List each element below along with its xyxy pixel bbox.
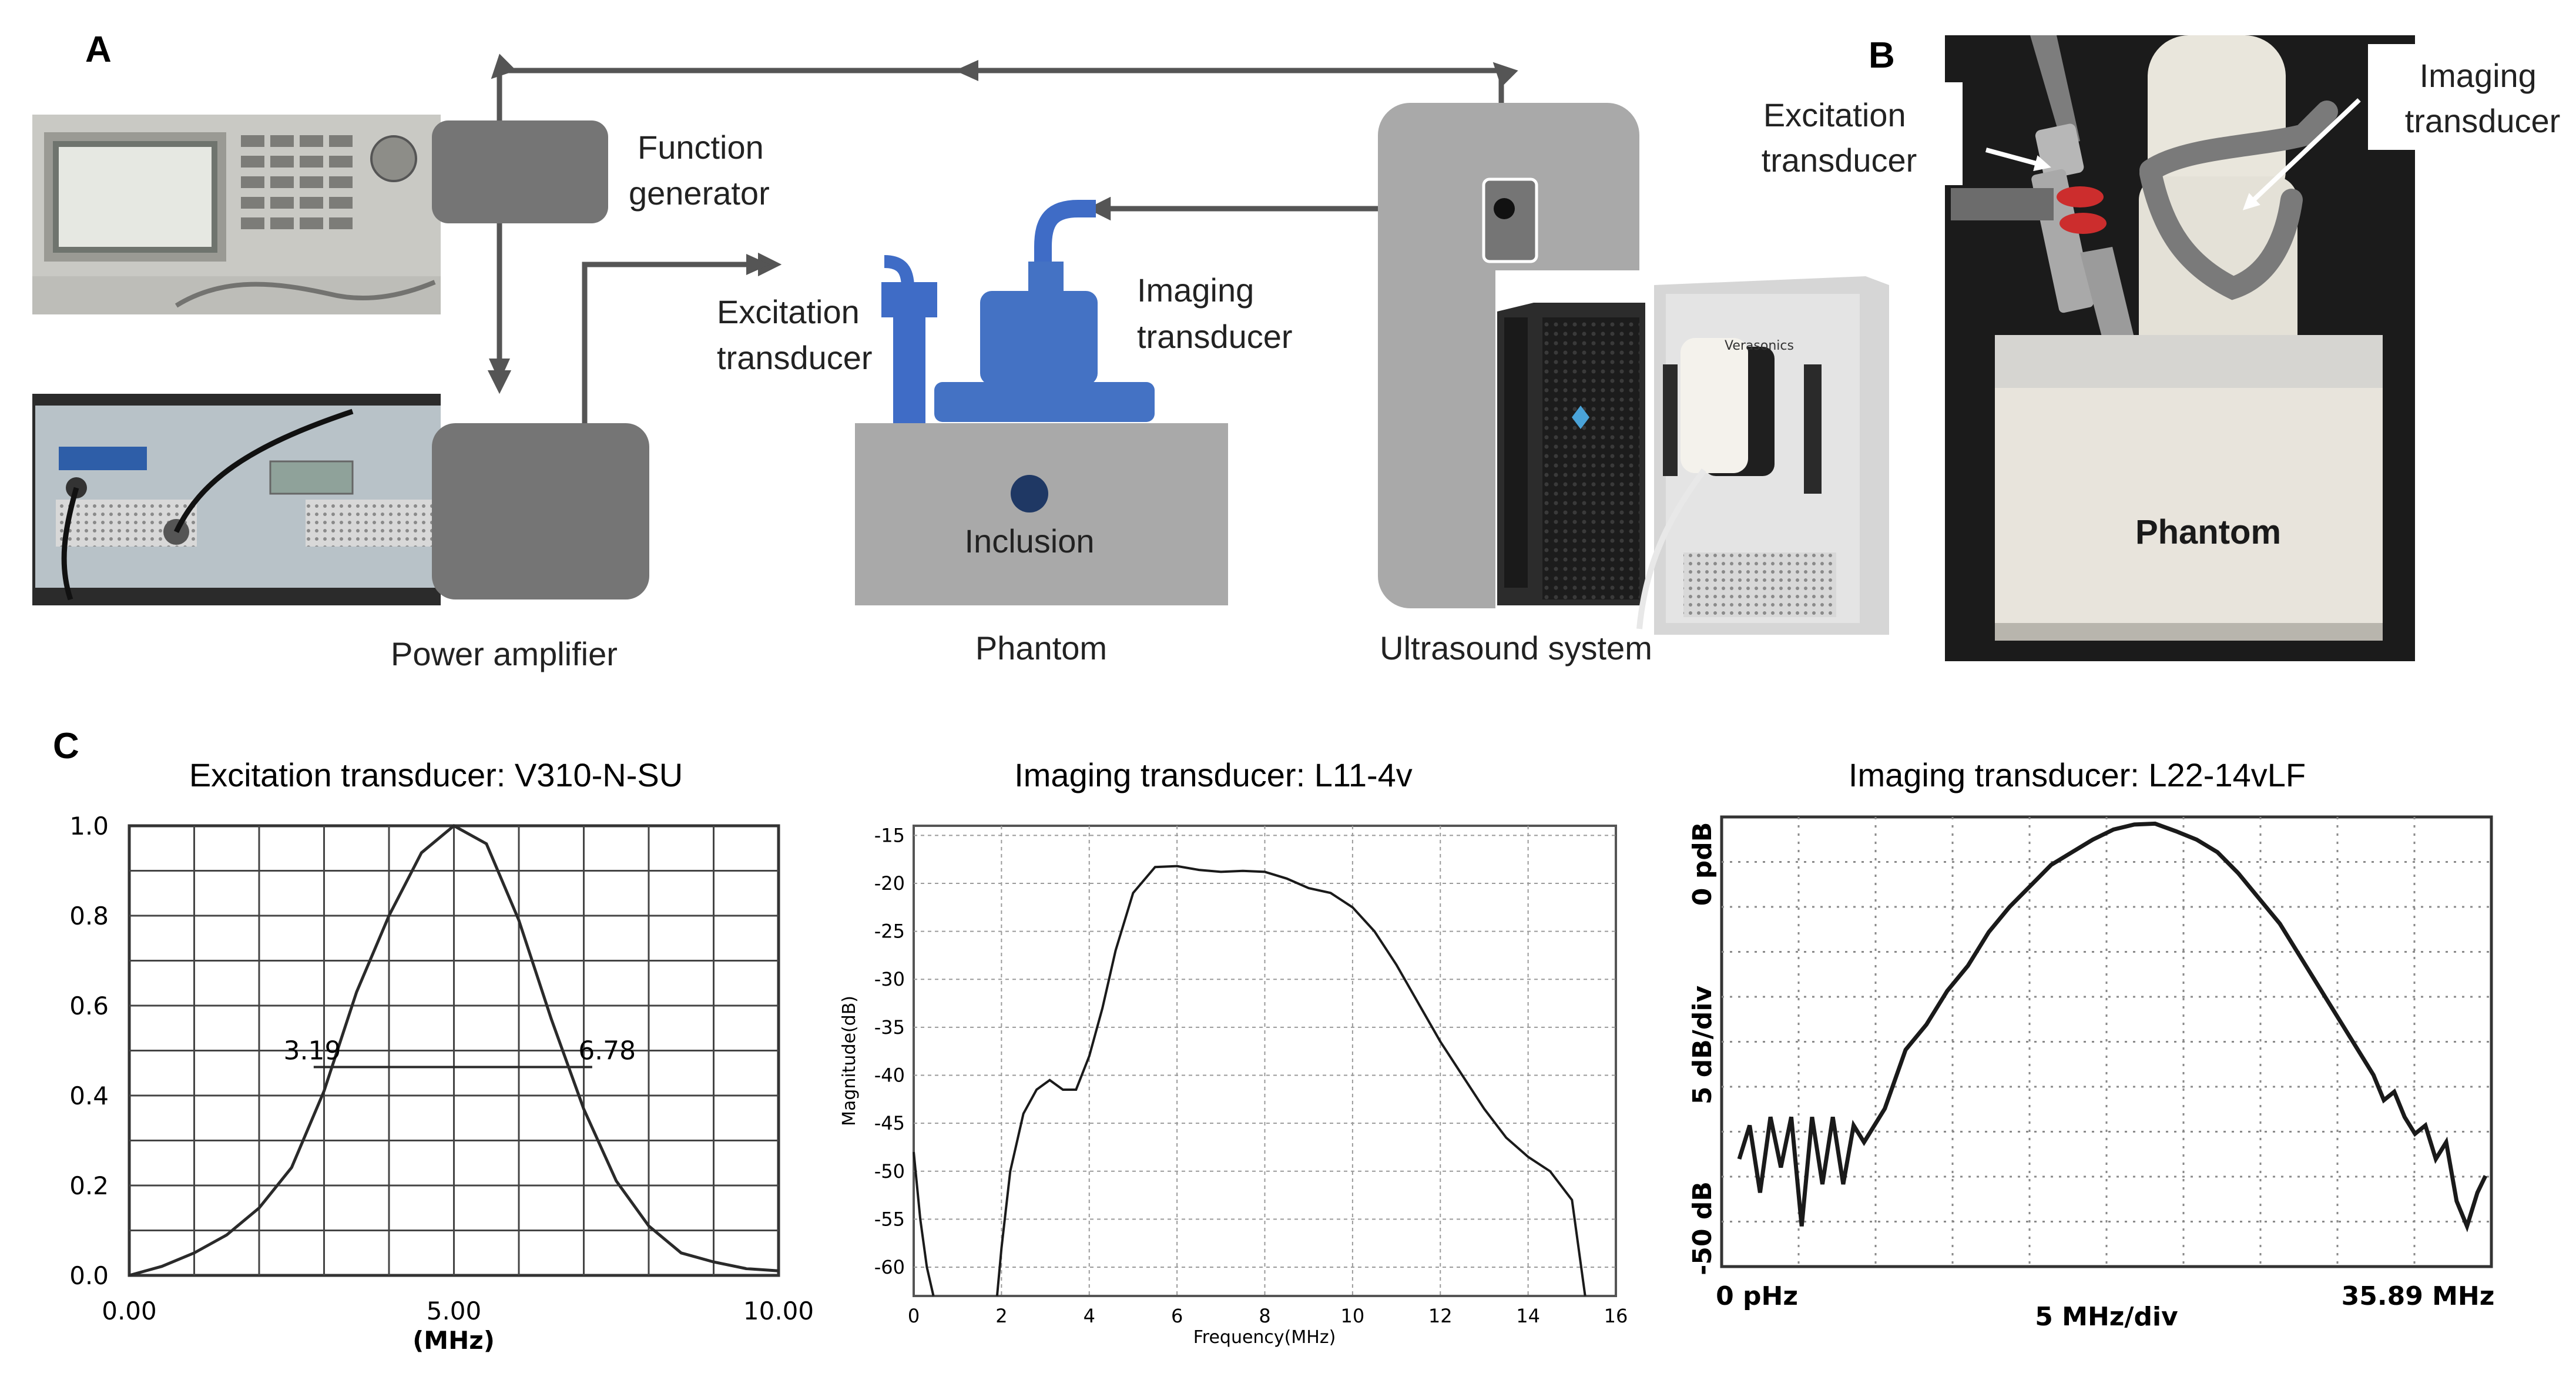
chart2-x-tick: 16 [1604, 1305, 1628, 1327]
inclusion-label: Inclusion [964, 522, 1094, 560]
function-generator-block [432, 120, 608, 223]
chart2-y-tick: -25 [874, 920, 905, 943]
phantom-photo [1945, 35, 2415, 661]
chart2-x-tick: 14 [1516, 1305, 1540, 1327]
connector-socket [1494, 198, 1515, 219]
chart1-grid [129, 826, 779, 1275]
chart2-x-tick: 12 [1428, 1305, 1453, 1327]
chart2-x-tick: 8 [1259, 1305, 1270, 1327]
chart2-x-tick: 10 [1341, 1305, 1365, 1327]
chart2-y-tick: -35 [874, 1016, 905, 1039]
inclusion-dot [1011, 475, 1048, 513]
phantom-label: Phantom [975, 629, 1107, 666]
chart2-y-tick: -50 [874, 1160, 905, 1183]
chart2-y-tick: -30 [874, 968, 905, 990]
phantom-block [855, 423, 1228, 605]
chart2-x-tick: 2 [995, 1305, 1007, 1327]
chart1-y-tick: 0.8 [69, 902, 109, 930]
chart3-x-label: 5 MHz/div [2035, 1302, 2178, 1332]
panel-label-b: B [1869, 35, 1895, 76]
chart3-grid [1722, 817, 2491, 1267]
chart3-y-tick-bottom: -50 dB [1688, 1181, 1718, 1275]
chart1-x-tick: 0.00 [102, 1297, 157, 1325]
right-line-arrow [746, 254, 770, 275]
panel-label-c: C [53, 726, 79, 766]
chart2-x-tick: 4 [1084, 1305, 1095, 1327]
chart2-y-ticks: -15 -20 -25 -30 -35 -40 -45 -50 -55 -60 [874, 824, 905, 1278]
left-line-arrow [489, 359, 510, 382]
chart2-response-curve [913, 1151, 935, 1297]
chart2-y-tick: -45 [874, 1112, 905, 1134]
chart2-x-label: Frequency(MHz) [1193, 1327, 1336, 1348]
chart1-annotation-high: 6.78 [578, 1036, 636, 1066]
chart3-x-tick-start: 0 pHz [1716, 1281, 1798, 1311]
chart1-annotation-low: 3.19 [283, 1036, 341, 1066]
chart-excitation-response: Excitation transducer: V310-N-SU 0.00.20… [69, 756, 814, 1355]
chart1-x-ticks: 0.00 5.00 10.00 [102, 1297, 814, 1325]
excitation-pointer-arrow [1985, 148, 2051, 172]
imaging-pointer-arrow [2242, 98, 2361, 210]
chart3-y-label: 5 dB/div [1688, 986, 1718, 1105]
chart2-y-label: Magnitude(dB) [839, 996, 860, 1126]
chart2-y-tick: -55 [874, 1208, 905, 1230]
chart2-y-tick: -15 [874, 824, 905, 846]
power-amplifier-photo [32, 394, 441, 605]
chart1-x-tick: 10.00 [743, 1297, 814, 1325]
chart1-title: Excitation transducer: V310-N-SU [189, 756, 683, 793]
chart1-x-label: (MHz) [412, 1326, 495, 1355]
system-connector-port [1482, 177, 1538, 263]
photo-excitation-label: Excitation transducer [1762, 96, 1917, 179]
excitation-label-box [1728, 82, 1963, 185]
imaging-label-box [2368, 44, 2576, 150]
chart1-y-ticks: 0.0 0.2 0.4 0.6 0.8 1.0 [69, 812, 109, 1290]
power-amplifier-block [432, 423, 649, 599]
chart1-y-tick: 1.0 [69, 812, 109, 840]
imaging-transducer-drawing [934, 200, 1155, 422]
imaging-transducer-label: Imaging transducer [1137, 272, 1293, 355]
panel-a: A F [32, 29, 1889, 672]
chart3-title: Imaging transducer: L22-14vLF [1849, 756, 2306, 793]
chart1-response-curve [129, 823, 779, 1277]
chart3-x-tick-end: 35.89 MHz [2342, 1281, 2495, 1311]
panel-c: C Excitation transducer: V310-N-SU 0.00.… [53, 726, 2494, 1355]
chart2-x-tick: 0 [908, 1305, 920, 1327]
chart3-response-curve [1737, 821, 2488, 1232]
chart2-y-tick: -40 [874, 1064, 905, 1086]
chart1-x-tick: 5.00 [427, 1297, 482, 1325]
chart-l11-response: Imaging transducer: L11-4v -15-20-25-30-… [839, 756, 1628, 1348]
chart1-y-tick: 0.6 [69, 992, 109, 1020]
chart2-grid [914, 826, 1616, 1296]
ultrasound-system-label: Ultrasound system [1380, 629, 1652, 666]
chart-l22-response: Imaging transducer: L22-14vLF 0 pHz 35.8… [1688, 756, 2494, 1332]
amplifier-to-excitation-line [582, 252, 782, 423]
chart3-y-tick-top: 0 pdB [1688, 822, 1718, 906]
chart2-x-ticks: 0 2 4 6 8 10 12 14 16 [908, 1305, 1628, 1327]
chart1-y-tick: 0.4 [69, 1081, 109, 1110]
function-generator-photo [32, 115, 441, 314]
chart2-response-curve [995, 865, 1586, 1297]
panel-b: B Excitation trans [1728, 35, 2576, 661]
chart1-y-tick: 0.2 [69, 1171, 109, 1200]
chart2-curves [913, 865, 1586, 1297]
power-amplifier-label: Power amplifier [391, 635, 618, 672]
photo-imaging-label: Imaging transducer [2405, 57, 2561, 139]
panel-label-a: A [85, 29, 112, 70]
ultrasound-system-photo: Verasonics [1495, 270, 1889, 635]
excitation-transducer-label: Excitation transducer [717, 293, 873, 376]
photo-phantom-label: Phantom [2135, 513, 2281, 551]
top-line-arrow [955, 60, 978, 81]
chart2-x-tick: 6 [1171, 1305, 1183, 1327]
chart2-y-tick: -60 [874, 1256, 905, 1278]
chart2-y-tick: -20 [874, 872, 905, 895]
excitation-transducer-drawing [881, 255, 937, 423]
chart1-y-tick: 0.0 [69, 1261, 109, 1290]
svg-text:Verasonics: Verasonics [1725, 339, 1794, 353]
chart2-title: Imaging transducer: L11-4v [1014, 756, 1413, 793]
function-generator-label: Function generator [629, 129, 773, 212]
